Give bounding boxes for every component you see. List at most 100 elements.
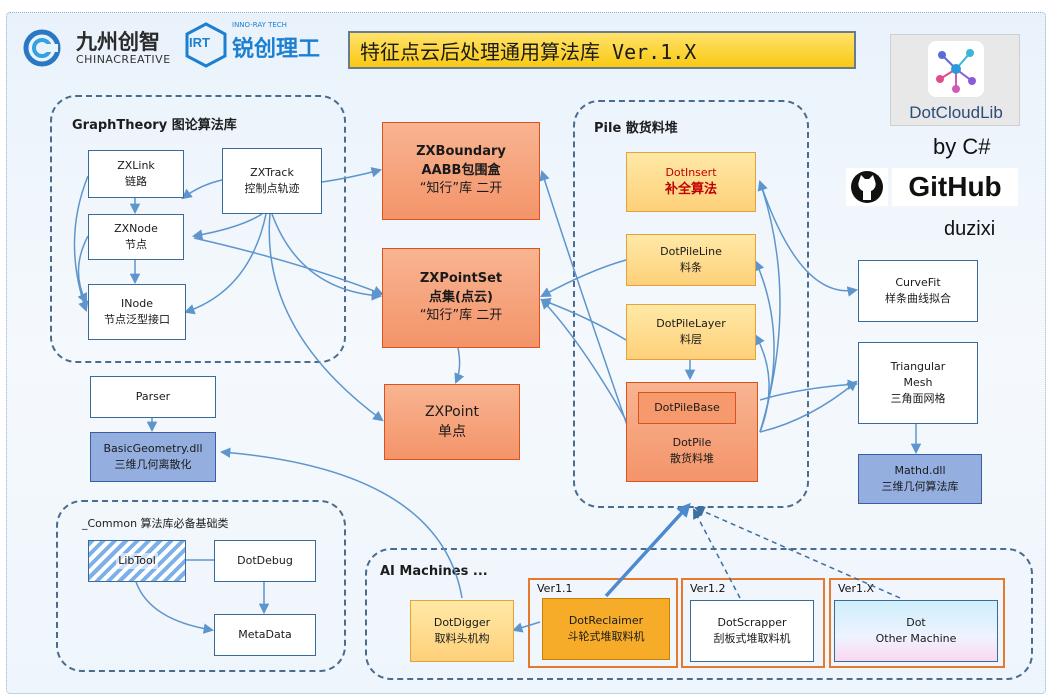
- node-dotpilebase[interactable]: DotPileBase: [638, 392, 736, 424]
- node-dotpile-name: DotPile: [672, 436, 712, 450]
- irt-name-cn: 锐创理工: [232, 37, 321, 62]
- node-dotpileline-desc: 料条: [680, 261, 702, 274]
- node-basicgeometry[interactable]: BasicGeometry.dll 三维几何离散化: [90, 432, 216, 482]
- group-graphtheory: [50, 95, 346, 363]
- node-parser-name: Parser: [135, 390, 171, 404]
- node-zxboundary-note: “知行”库 二开: [419, 181, 503, 197]
- node-triangular-mesh[interactable]: Triangular Mesh 三角面网格: [858, 342, 978, 424]
- version-frame-1-2: [681, 578, 825, 668]
- page-title: 特征点云后处理通用算法库 Ver.1.X: [348, 31, 856, 69]
- node-dotother[interactable]: Dot Other Machine: [834, 600, 998, 662]
- node-dotinsert[interactable]: DotInsert 补全算法: [626, 152, 756, 212]
- node-zxlink[interactable]: ZXLink 链路: [88, 150, 184, 198]
- node-triangular-mesh-name2: Mesh: [903, 376, 933, 390]
- link-dotpilelayer-zxpointset: [540, 298, 627, 341]
- irt-tagline: INNO-RAY TECH: [232, 21, 287, 29]
- node-parser[interactable]: Parser: [90, 376, 216, 418]
- link-dotpile-dotpilelayer: [754, 334, 770, 433]
- github-wordmark[interactable]: GitHub: [892, 168, 1018, 206]
- group-graphtheory-label: GraphTheory 图论算法库: [72, 118, 237, 133]
- irt-badge: IRT: [189, 35, 210, 50]
- node-metadata-name: MetaData: [238, 628, 292, 642]
- node-dotscrapper[interactable]: DotScrapper 刮板式堆取料机: [690, 600, 814, 662]
- link-dotreclaimer-dotpile: [604, 502, 691, 598]
- link-zxtrack-zxnode: [191, 213, 263, 240]
- node-mathd-name: Mathd.dll: [894, 464, 946, 478]
- node-zxnode[interactable]: ZXNode 节点: [88, 214, 184, 260]
- group-common-label: _Common 算法库必备基础类: [82, 517, 229, 530]
- link-dotreclaimer-dotdigger: [511, 621, 541, 633]
- node-dotreclaimer-desc: 斗轮式堆取料机: [567, 630, 645, 643]
- group-pile: [573, 100, 809, 508]
- node-inode[interactable]: INode 节点泛型接口: [88, 284, 186, 340]
- node-dotdebug[interactable]: DotDebug: [214, 540, 316, 582]
- node-triangular-mesh-name1: Triangular: [890, 360, 946, 374]
- link-dotpile-zxpointset: [540, 298, 627, 421]
- node-zxnode-desc: 节点: [125, 238, 147, 251]
- node-dotscrapper-desc: 刮板式堆取料机: [713, 632, 791, 645]
- node-dotpile-desc: 散货料堆: [670, 452, 714, 466]
- node-zxpointset-note: “知行”库 二开: [419, 308, 503, 324]
- node-dotdigger[interactable]: DotDigger 取料头机构: [410, 600, 514, 662]
- node-zxpoint-name: ZXPoint: [425, 403, 479, 420]
- group-aimachines-label: AI Machines ...: [380, 564, 488, 579]
- link-dotinsert-curvefit: [759, 181, 859, 297]
- link-zxpointset-zxpoint: [454, 347, 465, 384]
- link-zxtrack-zxboundary: [321, 167, 383, 183]
- node-inode-name: INode: [121, 297, 153, 311]
- node-dotdigger-desc: 取料头机构: [434, 632, 490, 645]
- node-metadata[interactable]: MetaData: [214, 614, 316, 656]
- brand-name: DotCloudLib: [909, 103, 1003, 122]
- node-libtool[interactable]: LibTool: [88, 540, 186, 582]
- node-mathd-desc: 三维几何算法库: [881, 480, 959, 493]
- group-pile-label: Pile 散货料堆: [594, 121, 678, 136]
- node-inode-desc: 节点泛型接口: [104, 313, 170, 326]
- node-zxpointset[interactable]: ZXPointSet 点集(点云) “知行”库 二开: [382, 248, 540, 348]
- group-aimachines: [365, 548, 1033, 680]
- node-zxtrack[interactable]: ZXTrack 控制点轨迹: [222, 148, 322, 214]
- node-zxtrack-name: ZXTrack: [250, 166, 294, 180]
- node-basicgeometry-desc: 三维几何离散化: [114, 458, 192, 471]
- node-mathd[interactable]: Mathd.dll 三维几何算法库: [858, 454, 982, 504]
- node-libtool-name: LibTool: [116, 553, 158, 569]
- link-dotpile-trimesh-2: [759, 379, 859, 401]
- node-zxlink-name: ZXLink: [117, 159, 155, 173]
- node-dotinsert-desc: 补全算法: [664, 181, 717, 197]
- jiuzhou-name-en: CHINACREATIVE: [76, 53, 171, 66]
- node-zxpointset-desc: 点集(点云): [429, 289, 493, 305]
- node-zxboundary[interactable]: ZXBoundary AABB包围盒 “知行”库 二开: [382, 122, 540, 220]
- node-dotdebug-name: DotDebug: [237, 554, 293, 568]
- node-zxtrack-desc: 控制点轨迹: [244, 182, 300, 195]
- node-dotpilelayer-name: DotPileLayer: [656, 317, 726, 331]
- link-zxnode-inode-side: [77, 235, 89, 304]
- node-dotreclaimer-name: DotReclaimer: [568, 614, 644, 628]
- node-dotpileline[interactable]: DotPileLine 料条: [626, 234, 756, 286]
- github-octocat-icon: [846, 168, 888, 206]
- link-dotpile-dotpileline: [754, 260, 775, 433]
- node-dotother-name: Dot: [906, 616, 926, 630]
- dotcloud-network-icon: [928, 41, 984, 97]
- node-dotpilelayer-desc: 料层: [680, 333, 702, 346]
- node-dotother-desc: Other Machine: [875, 632, 957, 645]
- node-dotpileline-name: DotPileLine: [660, 245, 722, 259]
- link-dotscrapper-dotpile: [693, 508, 741, 599]
- node-dotpilelayer[interactable]: DotPileLayer 料层: [626, 304, 756, 360]
- brand-author: duzixi: [944, 218, 996, 240]
- node-curvefit-desc: 样条曲线拟合: [885, 292, 951, 305]
- link-zxnode-zxpointset: [193, 237, 384, 296]
- link-dotpileline-zxpointset: [540, 259, 627, 298]
- version-label-1-2: Ver1.2: [690, 582, 726, 595]
- version-frame-1-x: [829, 578, 1005, 668]
- version-label-1-1: Ver1.1: [537, 582, 573, 595]
- node-zxboundary-desc: AABB包围盒: [421, 162, 501, 178]
- link-zxtrack-zxpointset: [271, 213, 383, 301]
- link-zxtrack-zxlink: [181, 179, 223, 200]
- link-dotother-dotpile: [694, 506, 901, 599]
- node-dotreclaimer[interactable]: DotReclaimer 斗轮式堆取料机: [542, 598, 670, 660]
- irt-logo-icon: [184, 22, 228, 68]
- node-curvefit[interactable]: CurveFit 样条曲线拟合: [858, 260, 978, 322]
- node-dotpilebase-name: DotPileBase: [654, 401, 720, 415]
- node-zxnode-name: ZXNode: [114, 222, 158, 236]
- node-zxpoint[interactable]: ZXPoint 单点: [384, 384, 520, 460]
